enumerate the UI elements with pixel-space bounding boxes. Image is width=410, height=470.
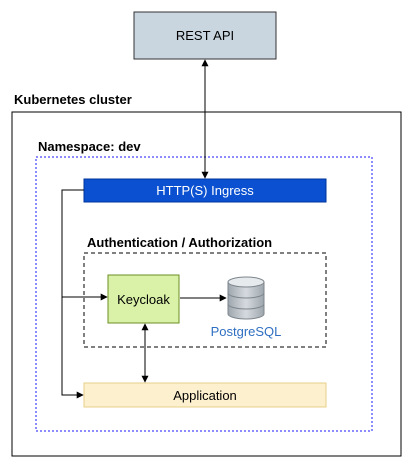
rest-api-label: REST API (176, 28, 234, 43)
ingress-to-application-connector (61, 297, 84, 399)
rest-api-box (133, 11, 277, 60)
rest-api-node: REST API (133, 11, 277, 60)
database-label: PostgreSQL (211, 324, 282, 339)
cluster-label: Kubernetes cluster (14, 92, 132, 107)
keycloak-node: Keycloak (107, 274, 180, 324)
database-icon (227, 276, 265, 320)
keycloak-label: Keycloak (117, 292, 170, 307)
ingress-node: HTTP(S) Ingress (83, 178, 327, 203)
application-label: Application (173, 388, 237, 403)
application-node: Application (83, 382, 327, 408)
application-box (83, 382, 327, 408)
auth-group-boundary (83, 252, 327, 348)
auth-group-label: Authentication / Authorization (87, 235, 272, 250)
ingress-label: HTTP(S) Ingress (156, 183, 254, 198)
ingress-to-keycloak-connector (61, 189, 108, 301)
keycloak-box (107, 274, 180, 324)
namespace-label: Namespace: dev (38, 139, 141, 154)
